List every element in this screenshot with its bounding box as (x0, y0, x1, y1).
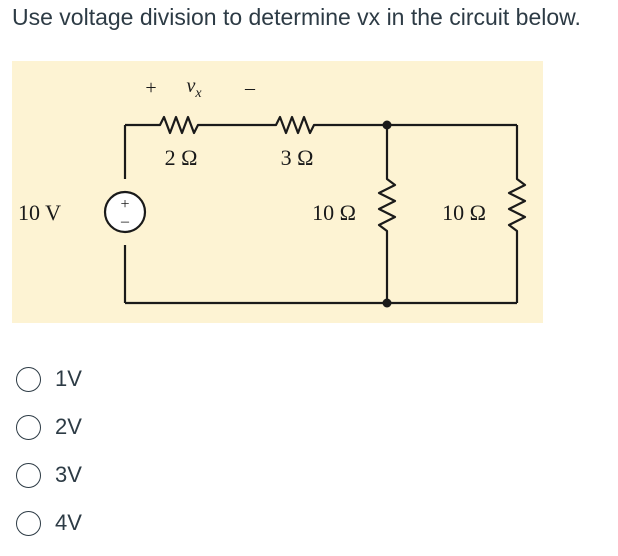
vx-plus-sign: + (145, 77, 156, 99)
option-label: 4V (55, 510, 82, 535)
resistor-10-ohm-right-label: 10 Ω (442, 200, 486, 225)
radio-button[interactable] (16, 366, 41, 392)
question-text: Use voltage division to determine vx in … (12, 4, 581, 30)
source-voltage-label: 10 V (18, 200, 61, 225)
option-3v[interactable]: 3V (16, 460, 82, 490)
option-1v[interactable]: 1V (16, 364, 82, 394)
vx-symbol: v (186, 75, 195, 97)
vx-label: vx (186, 75, 202, 101)
vx-minus-sign: – (244, 77, 256, 99)
radio-button[interactable] (16, 462, 41, 488)
junction-node-bottom (382, 298, 392, 308)
source-plus-sign: + (120, 196, 129, 213)
resistor-3-ohm-label: 3 Ω (281, 145, 314, 170)
option-label: 1V (55, 366, 82, 391)
radio-button[interactable] (16, 510, 41, 536)
answer-options: 1V 2V 3V 4V (16, 364, 82, 556)
circuit-wires (123, 115, 527, 305)
radio-button[interactable] (16, 414, 41, 440)
voltage-source (103, 190, 147, 234)
resistor-2-ohm-label: 2 Ω (165, 145, 198, 170)
circuit-background (12, 61, 543, 323)
source-minus-sign: – (120, 213, 130, 230)
option-label: 3V (55, 462, 82, 487)
option-label: 2V (55, 414, 82, 439)
vx-subscript: x (194, 86, 202, 101)
option-4v[interactable]: 4V (16, 508, 82, 538)
option-2v[interactable]: 2V (16, 412, 82, 442)
junction-node-top (382, 120, 392, 130)
circuit-diagram: + – 10 V + vx – 2 Ω 3 Ω 10 Ω 10 Ω (12, 61, 543, 323)
resistor-10-ohm-middle-label: 10 Ω (312, 200, 356, 225)
